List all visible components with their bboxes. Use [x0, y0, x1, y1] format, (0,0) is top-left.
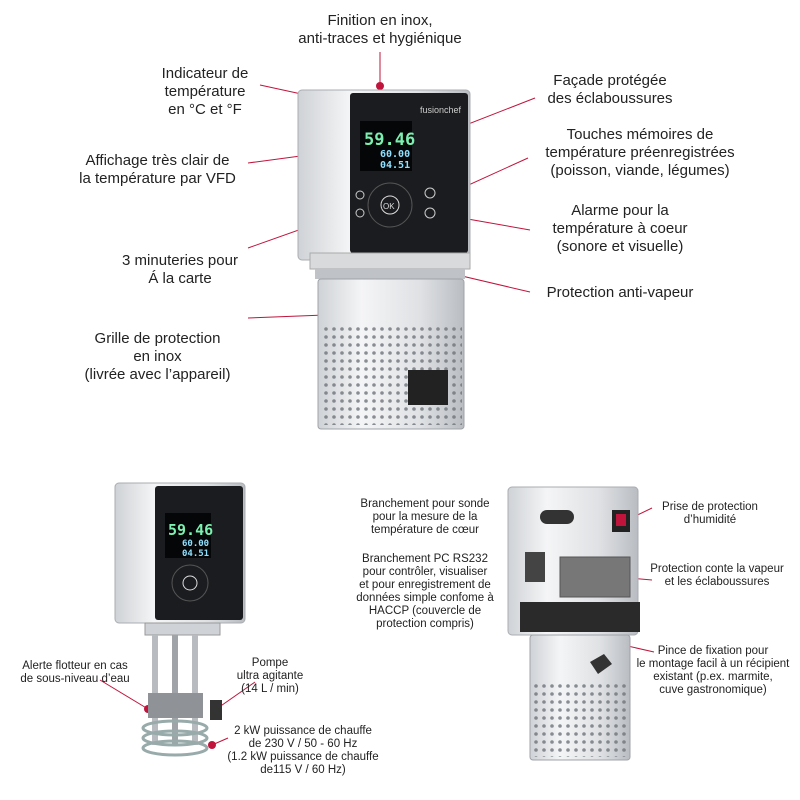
- immersion-circulator-image: 59.46 60.00 04.51: [114, 482, 246, 757]
- temp-2-readout: 04.51: [380, 160, 410, 171]
- label-sonde: Branchement pour sonde pour la mesure de…: [360, 498, 490, 536]
- label-vapeur: Protection conte la vapeur et les éclabo…: [650, 563, 784, 588]
- label-affichage: Affichage très clair de la température p…: [79, 152, 236, 187]
- temp-main-readout-2: 59.46: [168, 521, 213, 539]
- label-grille: Grille de protection en inox (livrée ave…: [84, 330, 231, 383]
- brand-logo: fusionchef: [420, 105, 462, 115]
- label-alarme: Alarme pour la température à coeur (sono…: [552, 202, 688, 255]
- temp-2-readout-2: 04.51: [182, 549, 209, 559]
- top-device-image: fusionchef 59.46 60.00 04.51 OK: [297, 89, 471, 430]
- label-minuteries: 3 minuteries pour Á la carte: [122, 252, 238, 287]
- label-pc: Branchement PC RS232 pour contrôler, vis…: [356, 553, 494, 630]
- label-pompe: Pompe ultra agitante (14 L / min): [236, 657, 304, 695]
- label-touches: Touches mémoires de température préenreg…: [545, 126, 735, 179]
- label-prise: Prise de protection d’humidité: [662, 501, 758, 526]
- label-pince: Pince de fixation pour le montage facil …: [636, 645, 790, 696]
- rear-view-image: [507, 486, 640, 761]
- label-indicateur: Indicateur de température en °C et °F: [161, 65, 249, 118]
- label-alerte: Alerte flotteur en cas de sous-niveau d’…: [20, 660, 130, 685]
- label-finition: Finition en inox, anti-traces et hygiéni…: [298, 12, 462, 47]
- ok-button: OK: [383, 202, 395, 211]
- temp-1-readout: 60.00: [380, 149, 410, 160]
- temp-main-readout: 59.46: [364, 130, 415, 150]
- label-puissance: 2 kW puissance de chauffe de 230 V / 50 …: [227, 725, 379, 776]
- temp-1-readout-2: 60.00: [182, 539, 209, 549]
- label-facade: Façade protégée des éclaboussures: [547, 72, 673, 107]
- label-protection: Protection anti-vapeur: [546, 284, 694, 301]
